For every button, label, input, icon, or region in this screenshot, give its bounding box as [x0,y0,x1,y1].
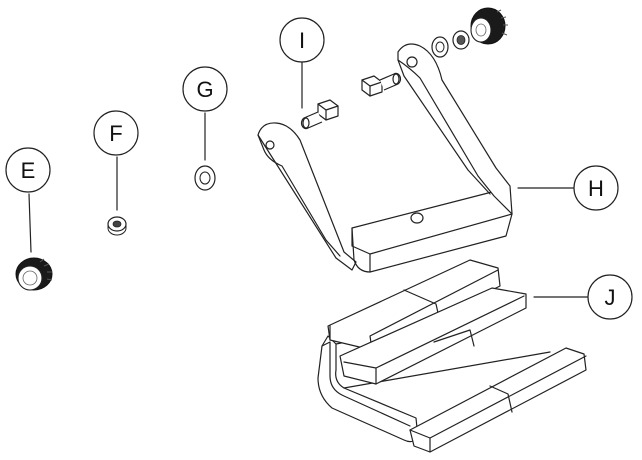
label-e: E [21,158,36,183]
part-top-knob [470,7,508,45]
part-i-bolt-left [300,99,339,130]
part-top-nut [452,30,470,50]
label-h: H [588,176,604,201]
callout-e: E [5,147,51,253]
part-e-knob [15,257,53,291]
part-i-bolt-right [361,72,402,97]
label-i: I [299,28,305,53]
part-top-washer [431,36,449,58]
callout-i: I [279,17,325,109]
callout-f: F [93,110,139,211]
part-f-nut [107,216,127,236]
callout-g: G [182,66,228,161]
part-g-washer [194,165,216,191]
part-j-clamp [317,259,587,453]
label-g: G [196,77,213,102]
label-f: F [109,121,122,146]
callout-h: H [517,165,619,211]
callout-j: J [533,274,633,320]
part-h-bracket [257,43,513,273]
label-j: J [605,285,616,310]
